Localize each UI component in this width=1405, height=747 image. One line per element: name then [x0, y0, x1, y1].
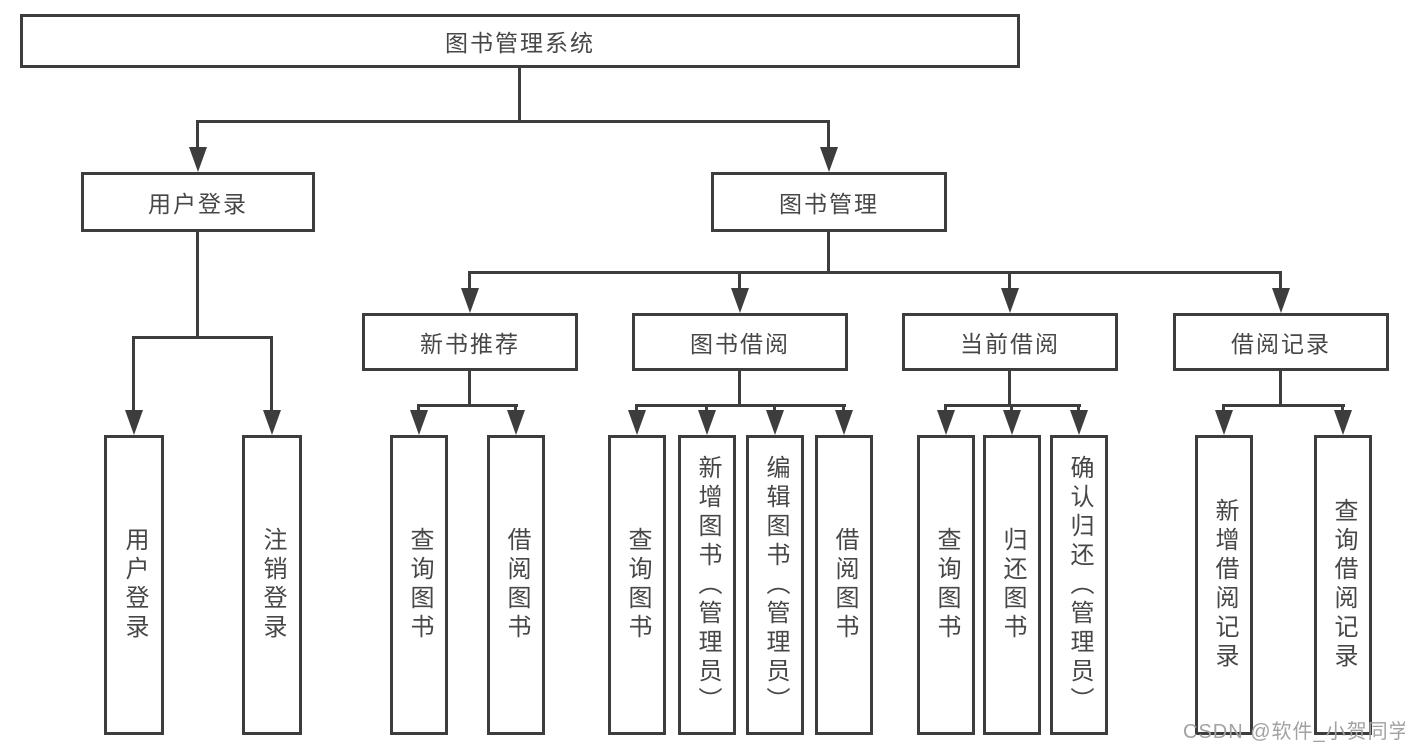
connector-drop-borrowing-records	[1279, 271, 1282, 291]
connector-root-rail	[196, 120, 830, 123]
leaf-logout: 注销登录	[242, 435, 302, 735]
leaf-user-login: 用户登录	[104, 435, 164, 735]
connector-drop	[1222, 404, 1225, 413]
connector-drop	[635, 404, 638, 413]
leaf-confirm-return-admin: 确认归还（管理员）	[1050, 435, 1108, 735]
node-book-management: 图书管理	[711, 172, 947, 232]
arrow-to-leaf	[410, 410, 428, 435]
connector-drop	[417, 404, 420, 413]
connector-drop	[1341, 404, 1344, 413]
leaf-add-borrow-record: 新增借阅记录	[1195, 435, 1253, 735]
arrow-to-leaf	[766, 410, 784, 435]
arrow-to-leaf	[1334, 410, 1352, 435]
arrow-to-book-borrowing	[731, 288, 749, 313]
node-user-login: 用户登录	[81, 172, 315, 232]
connector-user-login-rail	[132, 336, 273, 339]
node-book-borrowing: 图书借阅	[632, 313, 848, 371]
leaf-return-books: 归还图书	[983, 435, 1041, 735]
leaf-borrow-books: 借阅图书	[815, 435, 873, 735]
connector-drop	[514, 404, 517, 413]
arrow-to-leaf-login	[125, 410, 143, 435]
leaf-edit-books-admin: 编辑图书（管理员）	[746, 435, 804, 735]
connector-book-borrowing-stem	[738, 371, 741, 407]
arrow-to-user-login	[189, 147, 207, 172]
leaf-query-books-recommend: 查询图书	[390, 435, 448, 735]
connector-borrowing-records-rail	[1222, 404, 1345, 407]
node-borrowing-records: 借阅记录	[1173, 313, 1389, 371]
connector-drop-user-login	[196, 120, 199, 150]
arrow-to-leaf	[628, 410, 646, 435]
connector-drop	[842, 404, 845, 413]
connector-user-login-stem	[196, 232, 199, 339]
connector-drop-current-borrowing	[1008, 271, 1011, 291]
arrow-to-book-management	[820, 147, 838, 172]
node-new-book-recommend: 新书推荐	[362, 313, 578, 371]
connector-root-stem	[518, 68, 521, 123]
connector-book-management-stem	[827, 232, 830, 274]
connector-new-book-rail	[417, 404, 518, 407]
connector-borrowing-records-stem	[1279, 371, 1282, 407]
connector-drop	[705, 404, 708, 413]
arrow-to-leaf-logout	[263, 410, 281, 435]
connector-drop-book-borrowing	[738, 271, 741, 291]
csdn-watermark: CSDN @软件_小贺同学	[1183, 721, 1405, 743]
connector-drop-leaf-login	[132, 336, 135, 412]
leaf-query-books-borrowing: 查询图书	[608, 435, 666, 735]
connector-drop-leaf-logout	[270, 336, 273, 412]
connector-book-management-rail	[468, 271, 1282, 274]
connector-drop	[1077, 404, 1080, 413]
arrow-to-leaf	[507, 410, 525, 435]
node-root-library-system: 图书管理系统	[20, 14, 1020, 68]
connector-new-book-stem	[468, 371, 471, 407]
connector-current-borrowing-stem	[1008, 371, 1011, 407]
node-current-borrowing: 当前借阅	[902, 313, 1118, 371]
arrow-to-leaf	[937, 410, 955, 435]
arrow-to-current-borrowing	[1001, 288, 1019, 313]
connector-drop-new-book-recommend	[468, 271, 471, 291]
arrow-to-leaf	[1215, 410, 1233, 435]
leaf-query-books-current: 查询图书	[917, 435, 975, 735]
connector-drop	[1010, 404, 1013, 413]
arrow-to-leaf	[835, 410, 853, 435]
connector-drop-book-management	[827, 120, 830, 150]
connector-drop	[773, 404, 776, 413]
arrow-to-leaf	[1003, 410, 1021, 435]
arrow-to-new-book-recommend	[461, 288, 479, 313]
arrow-to-leaf	[1070, 410, 1088, 435]
connector-drop	[944, 404, 947, 413]
leaf-add-books-admin: 新增图书（管理员）	[678, 435, 736, 735]
connector-book-borrowing-rail	[635, 404, 846, 407]
arrow-to-leaf	[698, 410, 716, 435]
leaf-borrow-books-recommend: 借阅图书	[487, 435, 545, 735]
leaf-query-borrow-record: 查询借阅记录	[1314, 435, 1372, 735]
arrow-to-borrowing-records	[1272, 288, 1290, 313]
